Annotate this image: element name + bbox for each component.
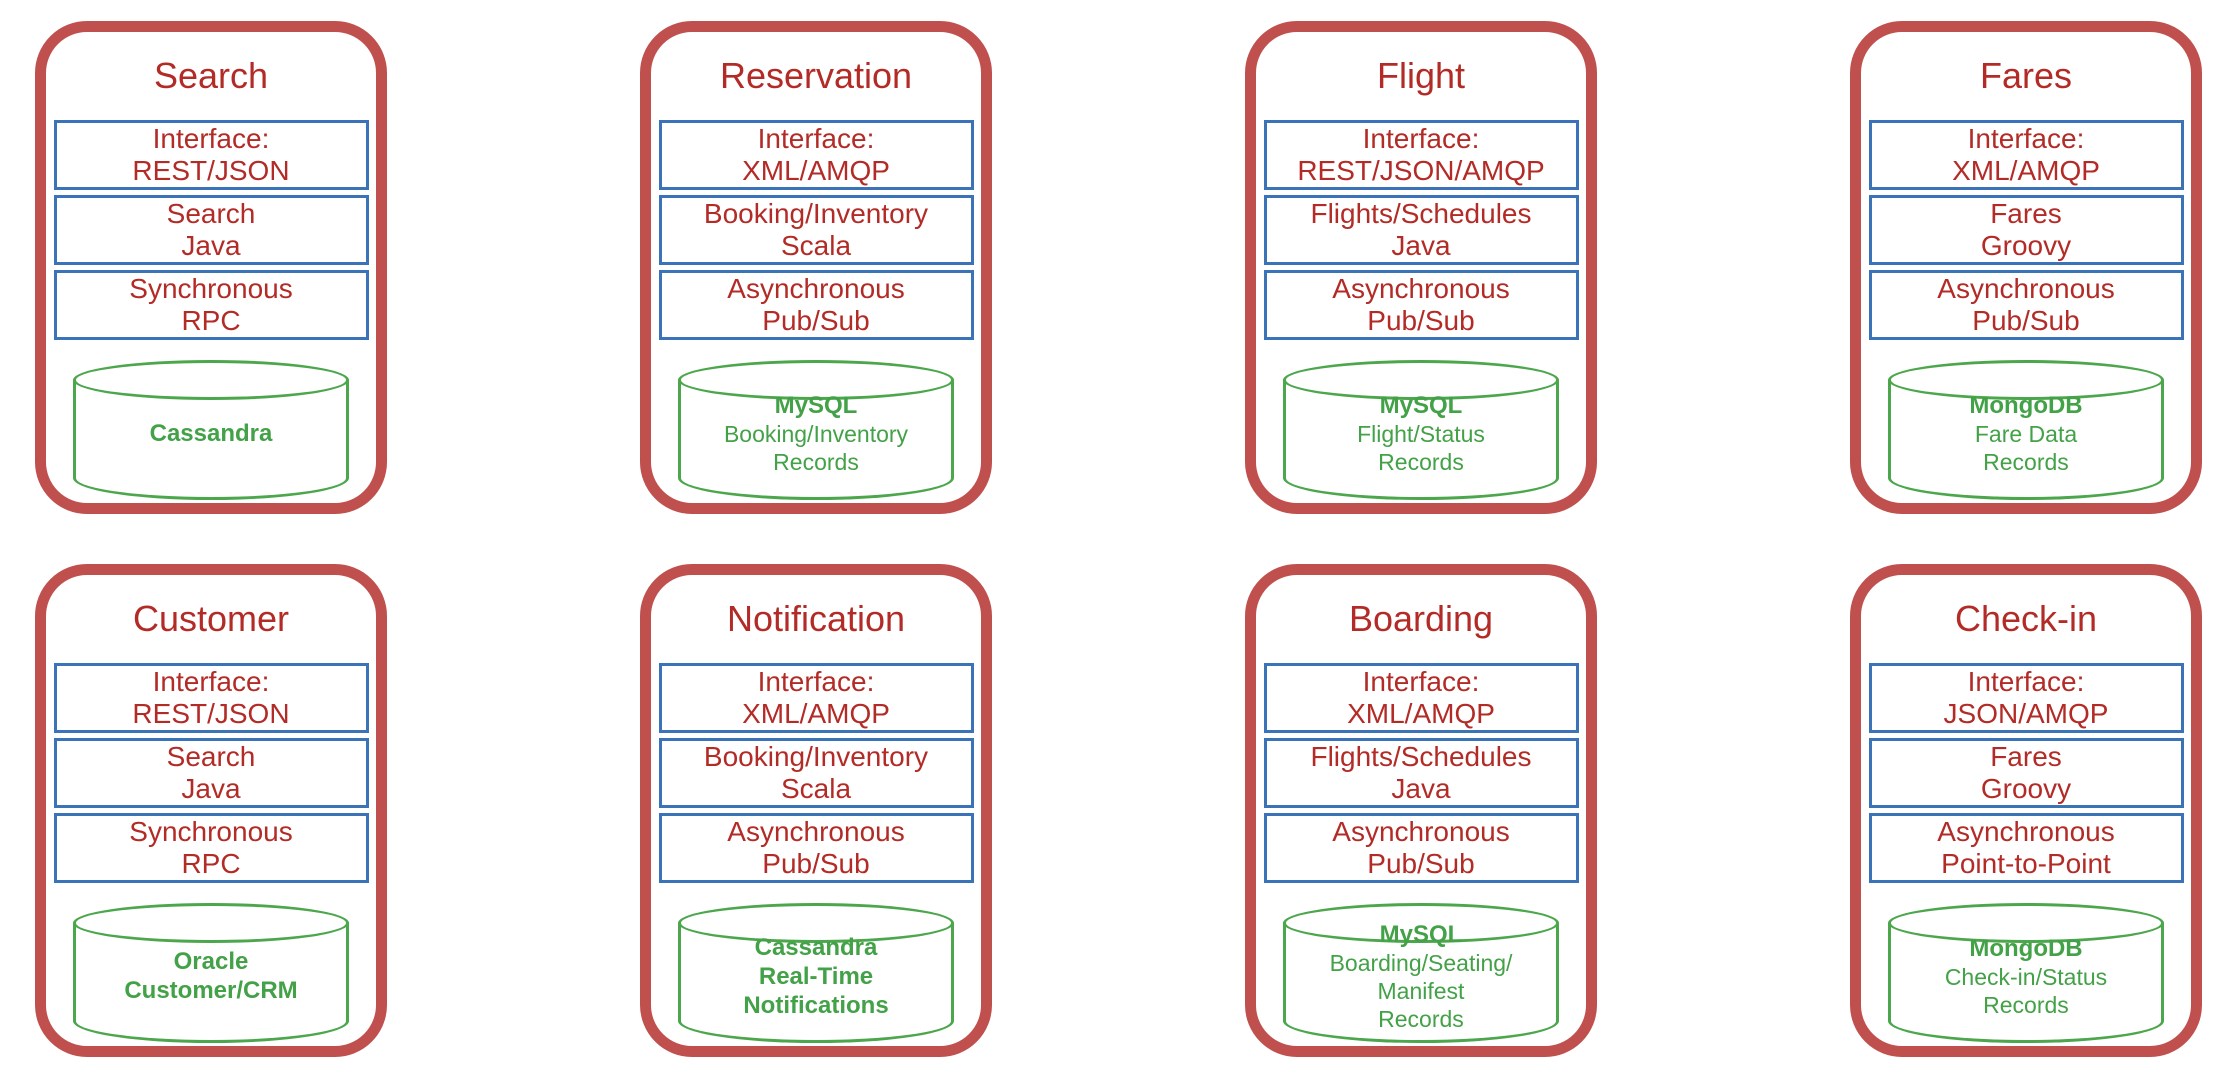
module-boarding: Boarding Interface: XML/AMQP Flights/Sch…: [1245, 564, 1597, 1057]
database-cylinder: MongoDB Fare Data Records: [1888, 360, 2164, 500]
database-name: Cassandra: [149, 419, 273, 447]
database-name: MySQL: [1379, 920, 1463, 948]
component-box: Fares Groovy: [1868, 738, 2184, 808]
interface-box: Interface: REST/JSON: [53, 120, 369, 190]
interface-box: Interface: XML/AMQP: [658, 663, 974, 733]
cylinder-body: [1283, 380, 1559, 500]
module-title: Reservation: [719, 55, 913, 96]
cylinder-body: [73, 923, 349, 1043]
cylinder-top-ellipse: [73, 903, 349, 943]
interface-box: Interface: JSON/AMQP: [1868, 663, 2184, 733]
cylinder-top-ellipse: [678, 903, 954, 943]
messaging-box: Synchronous RPC: [53, 813, 369, 883]
module-flight: Flight Interface: REST/JSON/AMQP Flights…: [1245, 21, 1597, 514]
database-name: Oracle Customer/CRM: [124, 948, 298, 1004]
cylinder-top-ellipse: [1888, 360, 2164, 400]
interface-box: Interface: REST/JSON/AMQP: [1263, 120, 1579, 190]
module-reservation: Reservation Interface: XML/AMQP Booking/…: [640, 21, 992, 514]
cylinder-body: [1888, 380, 2164, 500]
database-cylinder: MongoDB Check-in/Status Records: [1888, 903, 2164, 1043]
database-description: Fare Data Records: [1974, 420, 2078, 475]
cylinder-body: [73, 380, 349, 500]
component-box: Search Java: [53, 195, 369, 265]
component-box: Fares Groovy: [1868, 195, 2184, 265]
database-cylinder: MySQL Boarding/Seating/ Manifest Records: [1283, 903, 1559, 1043]
component-box: Flights/Schedules Java: [1263, 195, 1579, 265]
cylinder-top-ellipse: [73, 360, 349, 400]
module-search: Search Interface: REST/JSON Search Java …: [35, 21, 387, 514]
database-cylinder: MySQL Flight/Status Records: [1283, 360, 1559, 500]
database-name: MySQL: [1379, 391, 1463, 419]
component-box: Booking/Inventory Scala: [658, 738, 974, 808]
component-box: Booking/Inventory Scala: [658, 195, 974, 265]
messaging-box: Asynchronous Point-to-Point: [1868, 813, 2184, 883]
cylinder-body: [678, 923, 954, 1043]
cylinder-body: [1283, 923, 1559, 1043]
messaging-box: Asynchronous Pub/Sub: [658, 813, 974, 883]
cylinder-top-ellipse: [1283, 360, 1559, 400]
module-title: Customer: [132, 598, 290, 639]
database-description: Check-in/Status Records: [1944, 963, 2108, 1018]
database-cylinder: Cassandra Real-Time Notifications: [678, 903, 954, 1043]
database-cylinder: MySQL Booking/Inventory Records: [678, 360, 954, 500]
messaging-box: Asynchronous Pub/Sub: [658, 270, 974, 340]
module-notification: Notification Interface: XML/AMQP Booking…: [640, 564, 992, 1057]
database-description: Booking/Inventory Records: [723, 420, 909, 475]
cylinder-top-ellipse: [1283, 903, 1559, 943]
messaging-box: Asynchronous Pub/Sub: [1263, 270, 1579, 340]
module-customer: Customer Interface: REST/JSON Search Jav…: [35, 564, 387, 1057]
cylinder-body: [678, 380, 954, 500]
module-check-in: Check-in Interface: JSON/AMQP Fares Groo…: [1850, 564, 2202, 1057]
module-title: Boarding: [1348, 598, 1494, 639]
module-title: Fares: [1979, 55, 2073, 96]
component-box: Flights/Schedules Java: [1263, 738, 1579, 808]
component-box: Search Java: [53, 738, 369, 808]
module-title: Check-in: [1954, 598, 2098, 639]
database-name: Cassandra Real-Time Notifications: [743, 933, 889, 1019]
interface-box: Interface: XML/AMQP: [1263, 663, 1579, 733]
database-description: Boarding/Seating/ Manifest Records: [1329, 949, 1513, 1032]
module-title: Notification: [726, 598, 906, 639]
module-title: Flight: [1376, 55, 1466, 96]
interface-box: Interface: REST/JSON: [53, 663, 369, 733]
database-name: MySQL: [774, 391, 858, 419]
cylinder-body: [1888, 923, 2164, 1043]
database-name: MongoDB: [1969, 934, 2083, 962]
messaging-box: Asynchronous Pub/Sub: [1868, 270, 2184, 340]
cylinder-top-ellipse: [1888, 903, 2164, 943]
interface-box: Interface: XML/AMQP: [658, 120, 974, 190]
database-description: Flight/Status Records: [1357, 420, 1485, 475]
database-cylinder: Oracle Customer/CRM: [73, 903, 349, 1043]
module-title: Search: [153, 55, 269, 96]
module-fares: Fares Interface: XML/AMQP Fares Groovy A…: [1850, 21, 2202, 514]
messaging-box: Synchronous RPC: [53, 270, 369, 340]
messaging-box: Asynchronous Pub/Sub: [1263, 813, 1579, 883]
database-name: MongoDB: [1969, 391, 2083, 419]
interface-box: Interface: XML/AMQP: [1868, 120, 2184, 190]
database-cylinder: Cassandra: [73, 360, 349, 500]
cylinder-top-ellipse: [678, 360, 954, 400]
